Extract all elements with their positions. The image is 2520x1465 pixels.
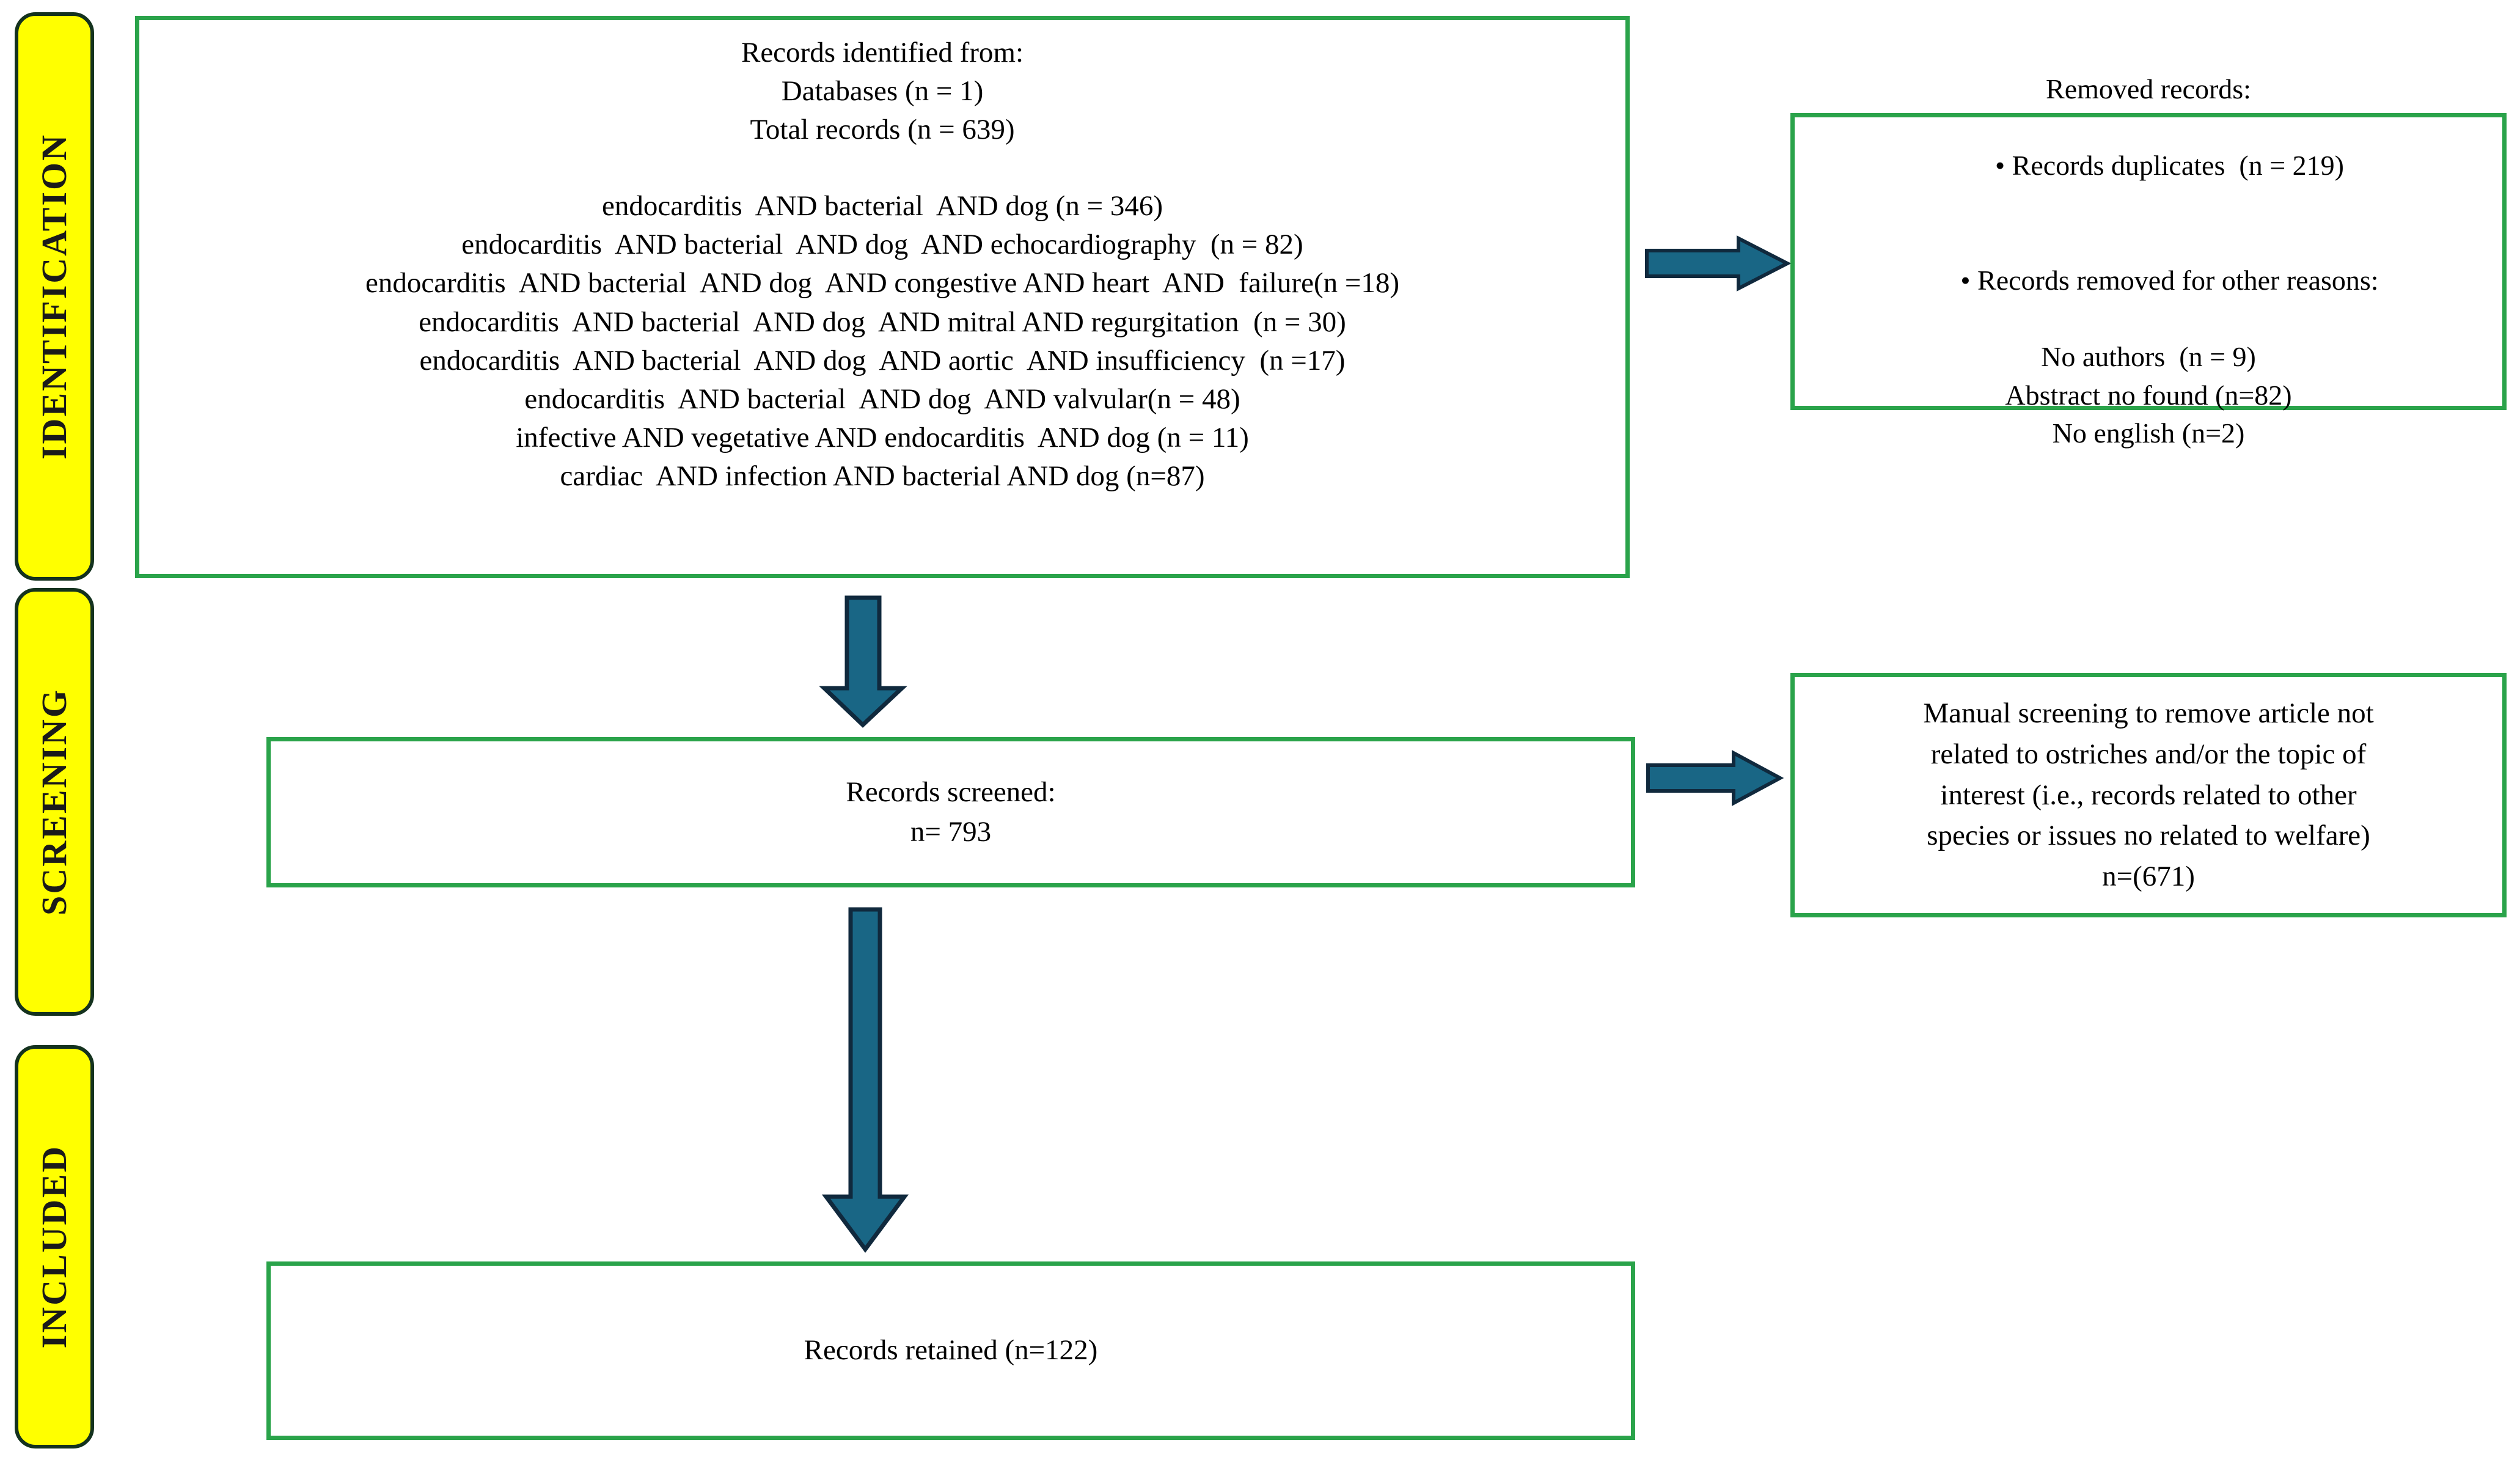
arrow-screened-to-manual	[1646, 749, 1784, 807]
records-screened-box: Records screened: n= 793	[266, 737, 1635, 887]
manual-screening-line-4: n=(671)	[2102, 861, 2195, 893]
removed-records-box: Removed records: • Records duplicates (n…	[1790, 73, 2507, 449]
records-screened-line-0: Records screened:	[846, 776, 1056, 809]
stage-label-included: INCLUDED	[15, 1045, 94, 1448]
removed-records-bullet-0-text: Records duplicates (n = 219)	[2012, 150, 2344, 182]
search-query-line-4: endocarditis AND bacterial AND dog AND a…	[419, 344, 1346, 376]
manual-screening-line-1: related to ostriches and/or the topic of	[1930, 738, 2367, 770]
records-identified-line-1: Databases (n = 1)	[781, 75, 984, 107]
arrow-identification-to-removed	[1645, 235, 1792, 292]
search-query-line-0: endocarditis AND bacterial AND dog (n = …	[602, 189, 1163, 222]
removed-records-bullet-0: • Records duplicates (n = 219)	[1953, 109, 2344, 224]
stage-label-identification: IDENTIFICATION	[15, 12, 94, 581]
search-query-line-5: endocarditis AND bacterial AND dog AND v…	[524, 383, 1240, 415]
records-retained-line-0: Records retained (n=122)	[804, 1334, 1098, 1367]
manual-screening-box: Manual screening to remove article not r…	[1790, 673, 2507, 917]
records-retained-box: Records retained (n=122)	[266, 1261, 1635, 1440]
stage-label-included-text: INCLUDED	[34, 1145, 74, 1349]
removed-records-heading: Removed records:	[2046, 73, 2251, 105]
stage-label-screening-text: SCREENING	[34, 688, 74, 916]
bullet-glyph-icon: •	[1995, 150, 2005, 182]
arrow-identification-to-screened	[819, 595, 907, 728]
records-screened-line-1: n= 793	[910, 816, 992, 848]
manual-screening-line-3: species or issues no related to welfare)	[1927, 820, 2370, 852]
stage-label-screening: SCREENING	[15, 588, 94, 1016]
removed-records-reason-1: Abstract no found (n=82)	[2005, 379, 2292, 411]
bullet-glyph-icon: •	[1960, 265, 1971, 296]
records-identified-line-0: Records identified from:	[741, 37, 1024, 68]
stage-label-identification-text: IDENTIFICATION	[34, 133, 74, 460]
removed-records-reason-0: No authors (n = 9)	[2041, 341, 2256, 373]
search-query-line-2: endocarditis AND bacterial AND dog AND c…	[365, 267, 1399, 299]
records-identified-box: Records identified from: Databases (n = …	[135, 16, 1630, 578]
search-query-line-6: infective AND vegetative AND endocarditi…	[516, 422, 1249, 454]
removed-records-bullet-1: • Records removed for other reasons:	[1918, 223, 2378, 338]
search-query-group: endocarditis AND bacterial AND dog (n = …	[365, 187, 1399, 496]
search-query-line-3: endocarditis AND bacterial AND dog AND m…	[419, 306, 1346, 338]
removed-records-bullet-1-text: Records removed for other reasons:	[1977, 265, 2379, 296]
search-query-line-7: cardiac AND infection AND bacterial AND …	[560, 460, 1205, 493]
manual-screening-line-0: Manual screening to remove article not	[1923, 697, 2374, 730]
search-query-line-1: endocarditis AND bacterial AND dog AND e…	[461, 229, 1303, 261]
records-identified-line-2: Total records (n = 639)	[750, 113, 1015, 145]
removed-records-reason-2: No english (n=2)	[2052, 417, 2245, 449]
records-identified-heading-group: Records identified from: Databases (n = …	[741, 34, 1024, 149]
arrow-screened-to-retained	[822, 907, 909, 1253]
manual-screening-line-2: interest (i.e., records related to other	[1940, 779, 2357, 811]
